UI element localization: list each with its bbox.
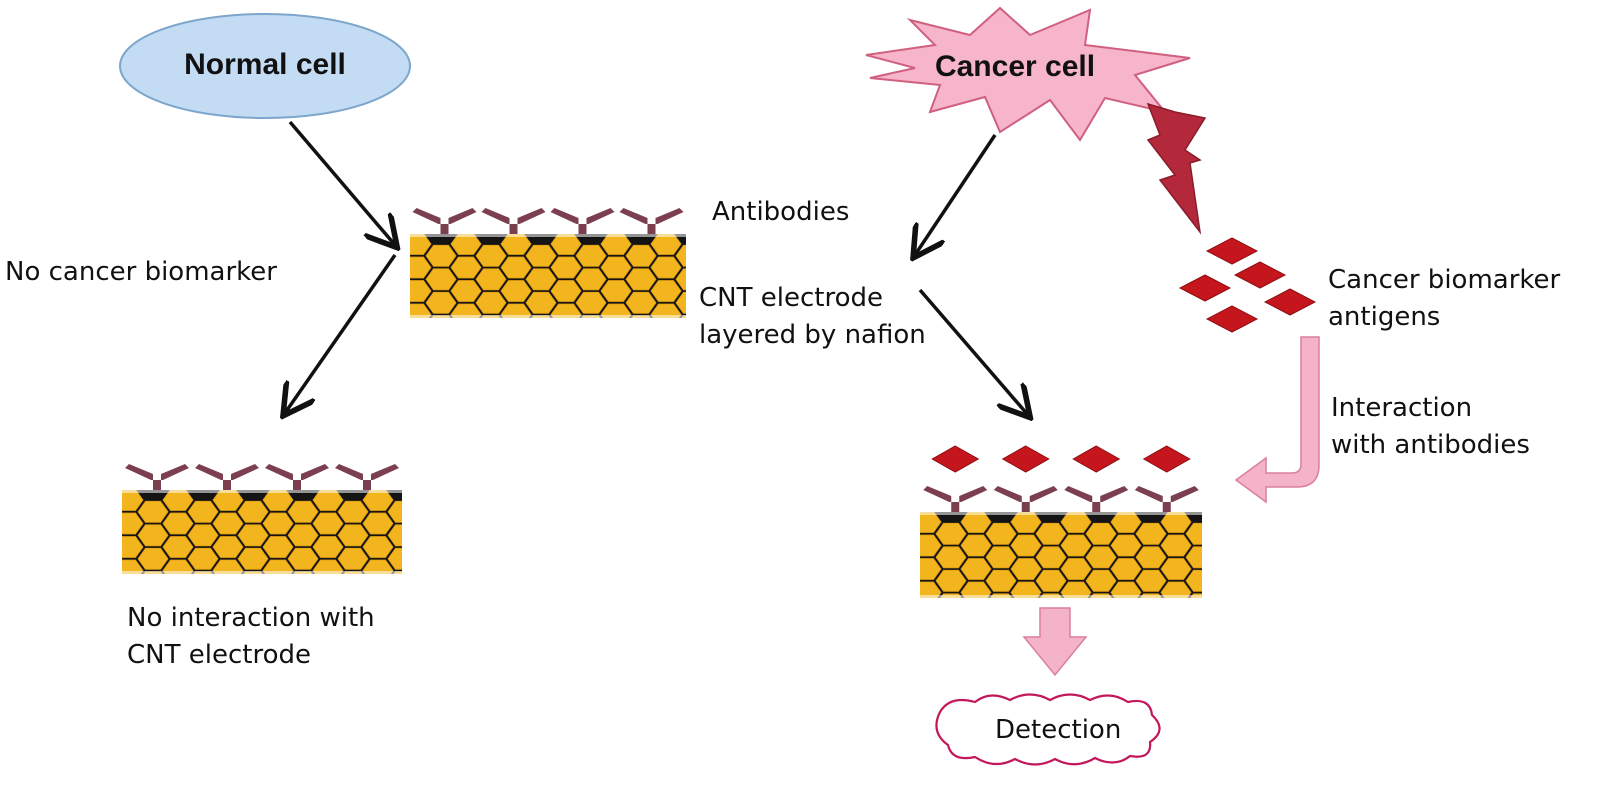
electrode-bottom-rim	[122, 571, 402, 575]
normal-cell-shape	[119, 13, 411, 119]
bound-antigen	[1072, 445, 1121, 473]
electrode-top-rim	[410, 233, 686, 237]
arrow-electrode-to-no-interaction	[285, 254, 397, 413]
antibody-icon	[923, 486, 988, 512]
antibody-icon	[1064, 486, 1129, 512]
cnt-hexagons	[122, 490, 402, 574]
antibody-icon	[993, 486, 1058, 512]
antibodies-label: Antibodies	[712, 197, 850, 227]
detection-arrow	[1022, 607, 1088, 677]
antibody-icon	[125, 464, 189, 490]
no-interaction-line2: CNT electrode	[127, 639, 311, 670]
cnt-electrode-bound	[920, 445, 1202, 599]
antibody-icon	[550, 208, 615, 234]
antibody-icon	[335, 464, 399, 490]
normal-cell-label: Normal cell	[184, 48, 346, 81]
interaction-arrow	[1234, 336, 1320, 504]
cnt-electrode-top	[410, 208, 686, 319]
antigen-diamond	[1178, 274, 1232, 302]
no-interaction-line1: No interaction with	[127, 603, 375, 633]
antigen-diamond	[1263, 288, 1317, 316]
antibody-icon	[1134, 486, 1199, 512]
interaction-line1: Interaction	[1331, 393, 1473, 423]
cancer-biomarker-label: Cancer biomarker antigens	[1328, 262, 1560, 336]
antigen-diamond	[1205, 305, 1259, 333]
electrode-top-rim	[920, 511, 1202, 515]
antibody-icon	[412, 208, 477, 234]
cancer-biomarker-line2: antigens	[1328, 301, 1441, 332]
no-cancer-biomarker-label: No cancer biomarker	[5, 257, 277, 287]
arrow-to-bound-electrode	[918, 288, 1028, 415]
cancer-biomarker-line1: Cancer biomarker	[1328, 265, 1561, 295]
arrow-normal-to-electrode	[288, 120, 395, 245]
bound-antigen	[931, 445, 980, 473]
electrode-bottom-rim	[920, 595, 1202, 599]
electrode-top-rim	[122, 489, 402, 493]
cnt-electrode-label: CNT electrode layered by nafion	[699, 280, 926, 354]
antibody-icon	[265, 464, 329, 490]
cnt-hexagons	[920, 512, 1202, 598]
bound-antigen	[1001, 445, 1050, 473]
antigen-diamond	[1233, 261, 1287, 289]
antigen-diamond	[1205, 237, 1259, 265]
detection-cloud	[935, 693, 1161, 766]
cancer-cell-label: Cancer cell	[934, 50, 1096, 83]
detection-label: Detection	[995, 715, 1122, 745]
interaction-label: Interaction with antibodies	[1331, 390, 1530, 464]
cnt-electrode-no-interaction	[122, 464, 402, 575]
antibody-icon	[619, 208, 684, 234]
interaction-line2: with antibodies	[1331, 429, 1530, 460]
antigen-cluster	[1178, 237, 1317, 333]
electrode-bottom-rim	[410, 315, 686, 319]
arrow-cancer-to-antibodies	[915, 134, 997, 255]
lightning-bolt	[1146, 102, 1207, 235]
cnt-electrode-line1: CNT electrode	[699, 283, 883, 313]
antibody-icon	[481, 208, 546, 234]
bound-antigen	[1142, 445, 1191, 473]
electrodes-group	[122, 208, 1202, 599]
antibody-icon	[195, 464, 259, 490]
cnt-electrode-line2: layered by nafion	[699, 319, 926, 350]
no-interaction-label: No interaction with CNT electrode	[127, 600, 375, 674]
cnt-hexagons	[410, 234, 686, 318]
